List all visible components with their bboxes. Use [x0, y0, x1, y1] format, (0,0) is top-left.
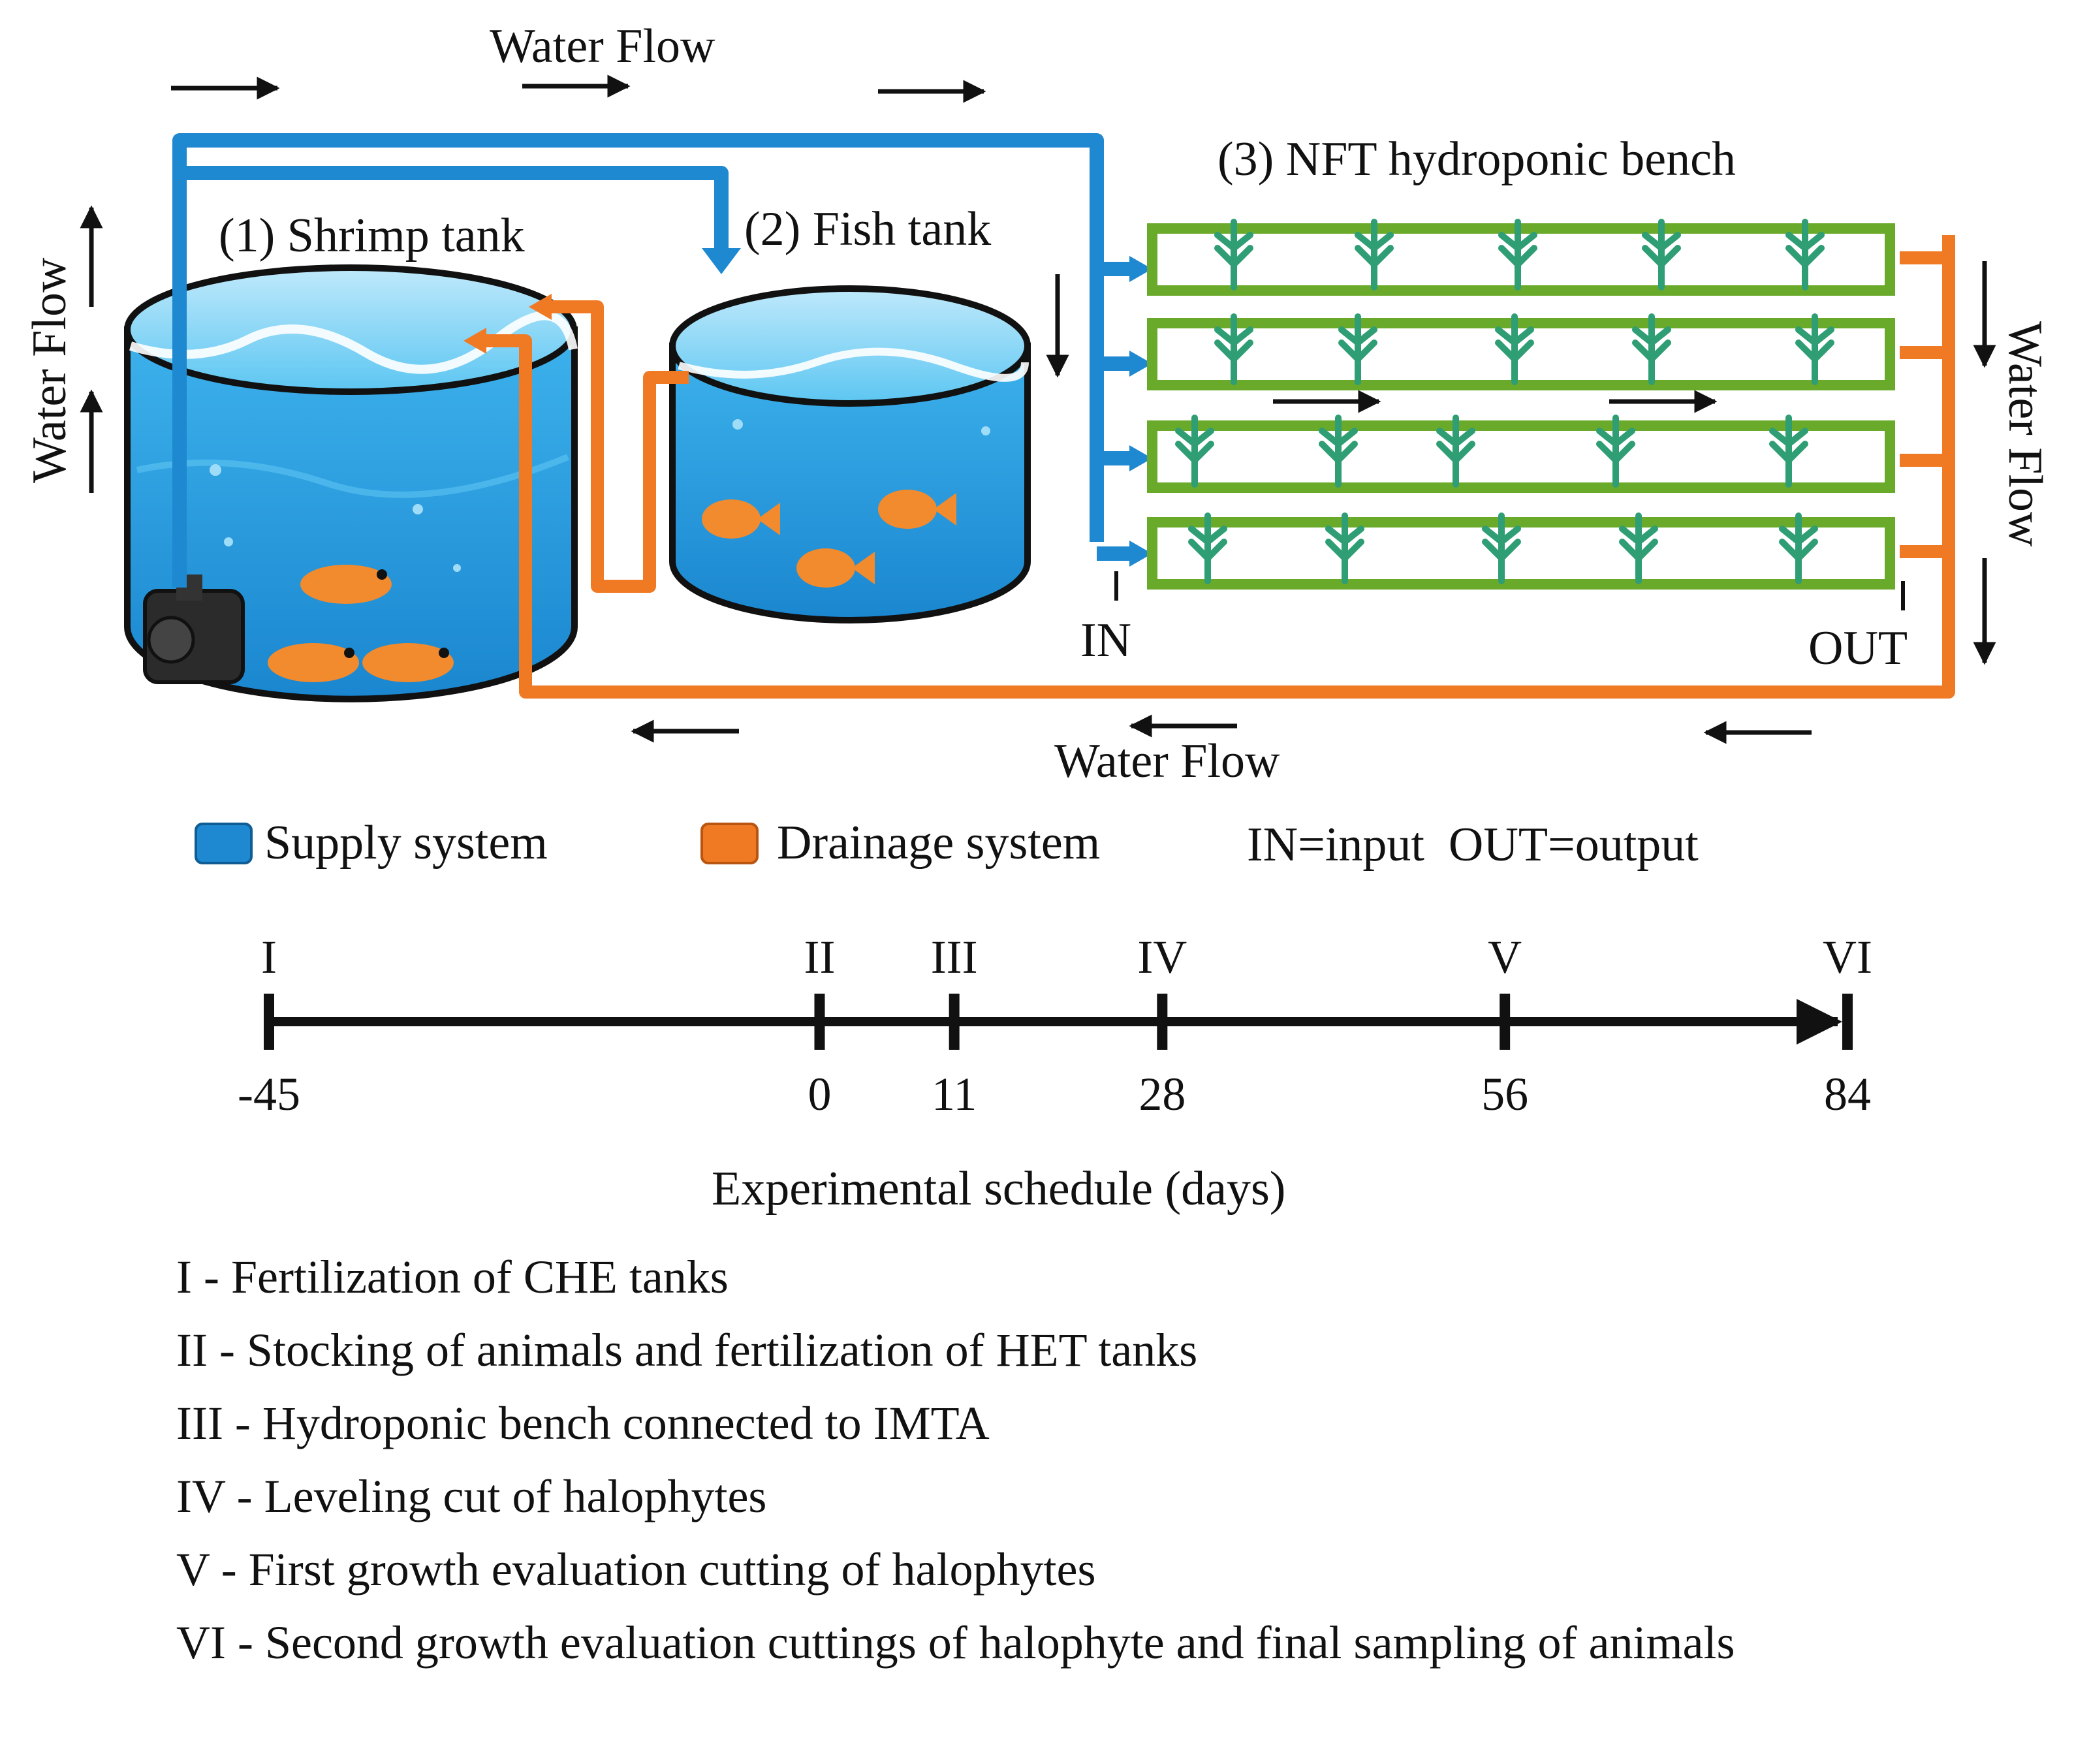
timeline-stage-label-6: VI [1823, 931, 1872, 983]
drainage-arrowhead-2 [529, 294, 552, 320]
shrimp-tank [124, 264, 578, 702]
timeline-day-label-4: 28 [1139, 1068, 1186, 1120]
legend-supply-label: Supply system [264, 816, 548, 870]
note-stage-5: V - First growth evaluation cutting of h… [176, 1543, 1096, 1596]
halophyte-plants [1175, 219, 1834, 584]
note-stage-1: I - Fertilization of CHE tanks [176, 1251, 729, 1303]
supply-arrowhead-row-3 [1129, 445, 1152, 471]
note-stage-4: IV - Leveling cut of halophytes [176, 1470, 767, 1522]
drainage-arrowhead-1 [464, 328, 486, 354]
timeline: I -45 II 0 III 11 IV 28 V 56 VI 84 Experimental sch… [238, 931, 1872, 1216]
timeline-stage-label-1: I [261, 931, 277, 983]
legend-swatch-drainage [700, 823, 759, 864]
supply-arrowhead-row-1 [1129, 256, 1152, 282]
note-stage-2: II - Stocking of animals and fertilizati… [176, 1324, 1198, 1376]
shrimp-icon [268, 565, 454, 682]
nft-bench-label: (3) NFT hydroponic bench [1218, 133, 1736, 186]
supply-arrowhead-row-4 [1129, 541, 1152, 567]
timeline-stage-label-2: II [804, 931, 836, 983]
timeline-day-label-2: 0 [808, 1068, 831, 1120]
legend-abbreviations: IN=input OUT=output [1247, 818, 1699, 872]
legend-swatch-supply [195, 823, 253, 864]
note-stage-6: VI - Second growth evaluation cuttings o… [176, 1616, 1735, 1669]
legend: Supply system Drainage system IN=input O… [195, 816, 1699, 872]
fish-tank [669, 285, 1031, 623]
legend-drainage-label: Drainage system [777, 816, 1100, 870]
timeline-stage-label-4: IV [1137, 931, 1187, 983]
timeline-day-label-3: 11 [932, 1068, 977, 1120]
timeline-day-label-6: 84 [1824, 1068, 1871, 1120]
timeline-day-label-1: -45 [238, 1068, 300, 1120]
stage-notes: I - Fertilization of CHE tanks II - Stoc… [176, 1240, 2004, 1679]
water-pump-icon [143, 575, 245, 684]
water-flow-left-label: Water Flow [23, 257, 76, 483]
drainage-pipes [480, 235, 1955, 699]
out-label: OUT [1808, 622, 1908, 675]
shrimp-tank-label: (1) Shrimp tank [219, 209, 525, 262]
water-flow-bottom-label: Water Flow [1054, 734, 1280, 788]
note-stage-3: III - Hydroponic bench connected to IMTA [176, 1397, 990, 1449]
timeline-title: Experimental schedule (days) [712, 1162, 1285, 1216]
supply-arrowhead-row-2 [1129, 351, 1152, 377]
water-flow-top-label: Water Flow [490, 20, 715, 73]
supply-arrowhead-fish [702, 248, 741, 274]
fish-tank-label: (2) Fish tank [744, 202, 991, 256]
timeline-day-label-5: 56 [1481, 1068, 1528, 1120]
timeline-stage-label-5: V [1488, 931, 1522, 983]
nft-bench [1147, 223, 1895, 590]
water-flow-right-label: Water Flow [1998, 321, 2052, 547]
in-label: IN [1080, 614, 1131, 667]
timeline-stage-label-3: III [931, 931, 978, 983]
fish-icon [702, 490, 956, 588]
